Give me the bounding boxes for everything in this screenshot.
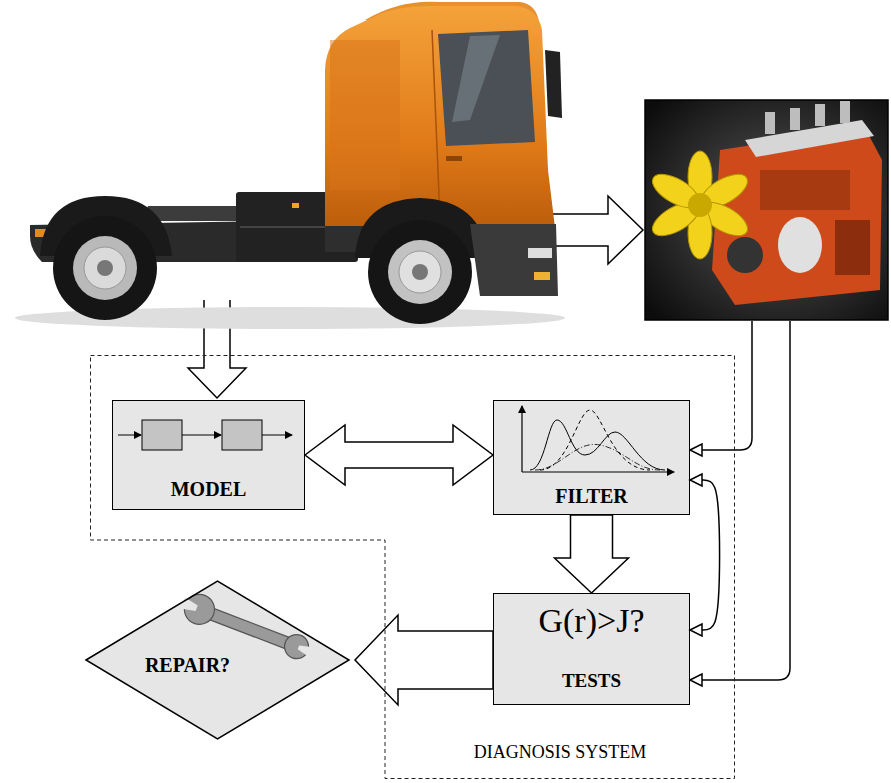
block-diagram-icon xyxy=(118,420,292,450)
diamond-border xyxy=(86,581,349,739)
engine-part xyxy=(840,101,850,123)
rear-rim-inner xyxy=(84,247,126,289)
engine-part xyxy=(760,170,850,210)
system-boundary: DIAGNOSIS SYSTEM MODEL FILTER G(r)>J? TESTS xyxy=(90,355,735,779)
boundary-outline xyxy=(90,355,735,780)
node-label: MODEL xyxy=(171,477,247,501)
signal-arrowhead xyxy=(690,624,702,636)
rear-tyre xyxy=(53,216,157,320)
cab-window xyxy=(438,30,535,146)
rear-rim xyxy=(73,236,137,300)
engine-part xyxy=(815,104,825,126)
signal-arrowhead xyxy=(690,474,702,486)
block-arrow-shape xyxy=(355,615,493,705)
signal-arrowhead xyxy=(690,444,702,456)
distribution-icon xyxy=(522,406,674,472)
decision-diamond: REPAIR? xyxy=(85,580,350,740)
truck-illustration xyxy=(15,2,565,329)
front-rim xyxy=(388,240,452,304)
signal-line xyxy=(702,480,720,630)
signal-arrowhead xyxy=(690,674,702,686)
node-label: DIAGNOSIS SYSTEM xyxy=(385,741,735,763)
node-label: TESTS xyxy=(562,669,621,692)
oil-filter xyxy=(778,217,822,273)
signal-connector xyxy=(690,474,720,636)
door-line xyxy=(432,30,440,218)
mirror xyxy=(545,50,562,118)
engine-part xyxy=(835,220,870,275)
node-label: REPAIR? xyxy=(145,653,230,677)
engine-fan xyxy=(647,151,753,259)
front-hub xyxy=(412,264,428,280)
cab-side-panel xyxy=(330,40,400,190)
marker-light xyxy=(292,203,299,208)
rear-hub xyxy=(97,260,113,276)
door-handle xyxy=(446,156,462,161)
block-arrow-shape xyxy=(305,425,493,485)
node-label: FILTER xyxy=(555,484,628,508)
block-arrow xyxy=(305,425,493,485)
diamond-fill xyxy=(85,580,350,740)
process-box: FILTER xyxy=(493,400,690,515)
block-arrow-shape xyxy=(555,515,629,593)
front-tyre xyxy=(368,220,472,324)
engine-part xyxy=(790,108,800,130)
node-label: G(r)>J? xyxy=(538,600,644,641)
block-arrow xyxy=(355,615,493,705)
dashed-boundary xyxy=(91,356,735,779)
signal-line xyxy=(702,321,752,450)
test-box: G(r)>J? TESTS xyxy=(493,593,690,705)
engine-head xyxy=(745,120,874,157)
pulley xyxy=(727,237,763,273)
signal-line xyxy=(702,321,790,680)
headlight xyxy=(528,248,552,258)
box-fill xyxy=(493,400,690,515)
box-fill xyxy=(112,400,305,510)
front-bumper xyxy=(470,224,558,296)
block-arrow xyxy=(555,515,629,593)
box-fill xyxy=(493,593,690,705)
engine-part xyxy=(765,112,775,134)
fog-light xyxy=(534,272,550,280)
engine-illustration xyxy=(645,100,888,320)
process-box: MODEL xyxy=(112,400,305,510)
engine-background xyxy=(645,100,888,320)
window-reflection xyxy=(452,35,500,122)
front-rim-inner xyxy=(399,251,441,293)
